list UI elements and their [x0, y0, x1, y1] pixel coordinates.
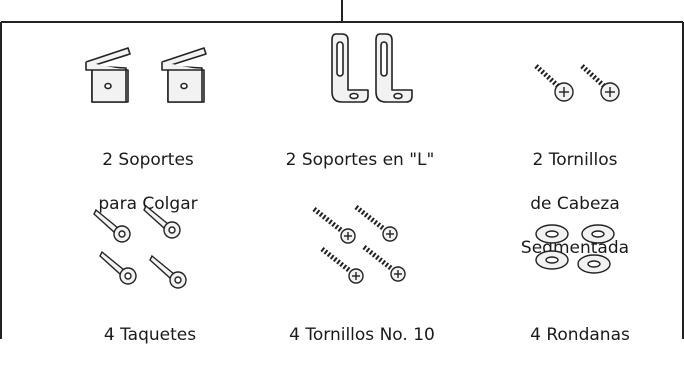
label-line: de Cabeza: [530, 194, 620, 214]
part-label-l-brackets: 2 Soportes en "L": [260, 127, 460, 193]
label-line: 4 Taquetes: [103, 325, 197, 345]
l-bracket-icon: [331, 33, 413, 103]
label-line: 2 Soportes en "L": [285, 150, 435, 170]
wall-anchor-icon: [93, 204, 187, 289]
part-label-hanging-brackets: 2 Soportes para Colgar: [60, 127, 236, 237]
hardware-parts-sheet: 2 Soportes para Colgar 2 Soportes en "L"…: [0, 0, 684, 345]
part-label-washers: 4 Rondanas: [500, 302, 660, 368]
pan-head-screw-icon: [534, 64, 620, 102]
label-line: 2 Soportes: [102, 150, 194, 170]
frame-border: [0, 0, 684, 339]
label-line: para Colgar: [98, 194, 198, 214]
washer-icon: [535, 224, 615, 274]
label-line: 4 Tornillos No. 10: [289, 325, 435, 345]
label-line: 4 Rondanas: [530, 325, 630, 345]
wood-screw-icon: [312, 205, 406, 284]
part-label-wood-screws: 4 Tornillos No. 10: [262, 302, 462, 368]
part-label-wall-anchors: 4 Taquetes: [70, 302, 230, 368]
hanging-bracket-icon: [85, 47, 207, 103]
label-line: 2 Tornillos: [532, 150, 618, 170]
